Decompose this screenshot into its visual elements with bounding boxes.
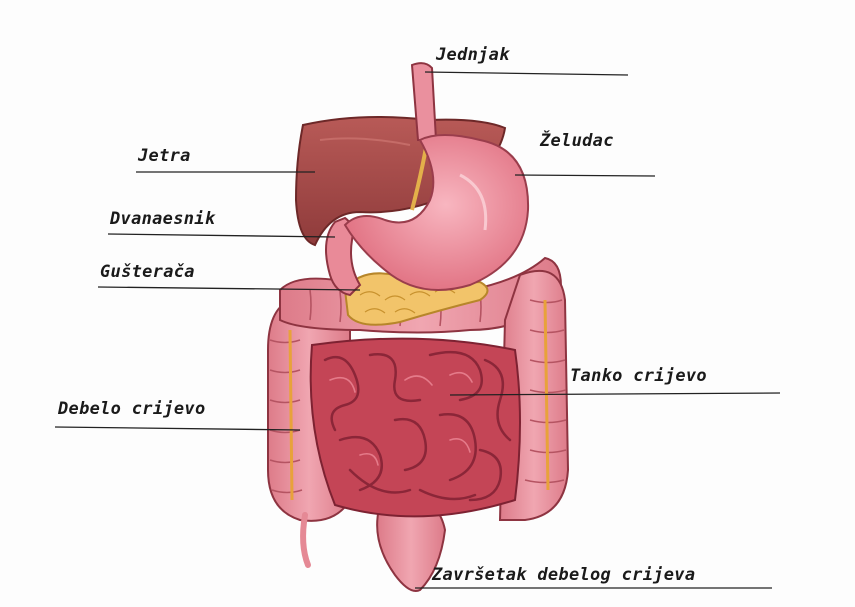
label-esophagus: Jednjak <box>436 45 510 65</box>
label-pancreas: Gušterača <box>100 262 195 282</box>
small-intestine <box>311 339 520 517</box>
label-stomach: Želudac <box>540 131 614 151</box>
label-liver: Jetra <box>138 146 191 166</box>
leader-line-esophagus <box>425 72 628 75</box>
label-duodenum: Dvanaesnik <box>110 209 215 229</box>
label-large-intestine: Debelo crijevo <box>58 399 206 419</box>
leader-line-stomach <box>515 175 655 176</box>
leader-line-duodenum <box>108 234 335 237</box>
label-rectum: Završetak debelog crijeva <box>432 565 695 585</box>
label-small-intestine: Tanko crijevo <box>570 366 707 386</box>
leader-line-large-intestine <box>55 427 300 430</box>
